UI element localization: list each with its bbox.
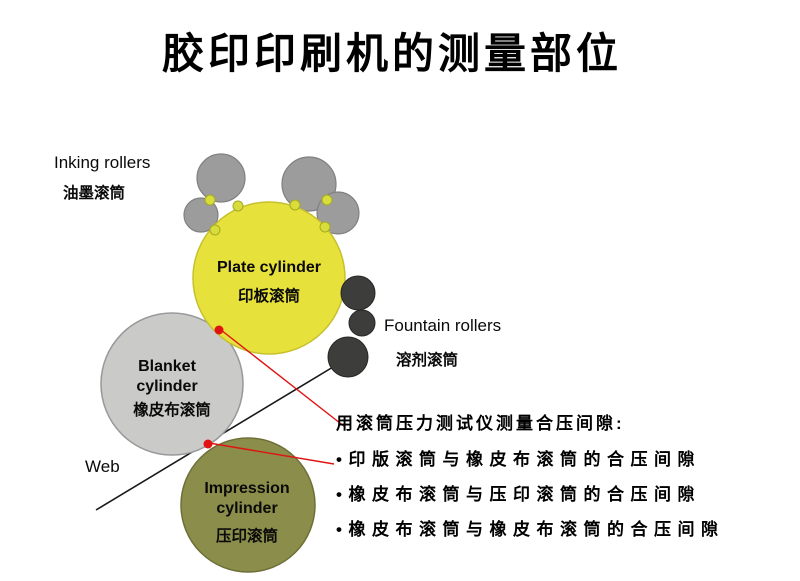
inking-roller-1	[196, 153, 246, 203]
nip-contact-dot	[232, 200, 244, 212]
web-label: Web	[85, 457, 120, 476]
measurement-point-blanket-impression	[203, 439, 213, 449]
measurement-note-bullet-3: •橡皮布滚筒与橡皮布滚筒的合压间隙	[336, 520, 725, 539]
plate-cylinder-label-en: Plate cylinder	[217, 259, 321, 276]
blanket-cylinder-label-en-line1: Blanket	[138, 358, 196, 375]
measurement-point-plate-blanket	[214, 325, 224, 335]
measurement-note: 用滚筒压力测试仪测量合压间隙: •印版滚筒与橡皮布滚筒的合压间隙 •橡皮布滚筒与…	[336, 414, 724, 555]
blanket-cylinder-label-zh: 橡皮布滚筒	[133, 400, 211, 419]
measurement-note-bullet-2: •橡皮布滚筒与压印滚筒的合压间隙	[336, 485, 701, 504]
fountain-roller-3	[327, 336, 369, 378]
page-title: 胶印印刷机的测量部位	[161, 30, 622, 77]
blanket-cylinder	[100, 312, 244, 456]
measurement-note-bullet-1: •印版滚筒与橡皮布滚筒的合压间隙	[336, 450, 701, 469]
nip-contact-dot	[319, 221, 331, 233]
nip-contact-dot	[321, 194, 333, 206]
measurement-note-heading: 用滚筒压力测试仪测量合压间隙:	[336, 414, 625, 433]
inking-roller-3	[183, 197, 219, 233]
fountain-roller-2	[348, 309, 376, 337]
impression-cylinder-label-zh: 压印滚筒	[216, 526, 278, 545]
inking-rollers-label-zh: 油墨滚筒	[63, 183, 125, 202]
measurement-pointer-line-1	[220, 329, 346, 428]
inking-rollers-label-en: Inking rollers	[54, 153, 150, 172]
fountain-roller-1	[340, 275, 376, 311]
impression-cylinder-label-en-line1: Impression	[204, 480, 289, 497]
plate-cylinder	[192, 201, 346, 355]
impression-cylinder-label-en-line2: cylinder	[216, 500, 277, 517]
fountain-rollers-label-en: Fountain rollers	[384, 316, 501, 335]
nip-contact-dot	[209, 224, 221, 236]
impression-cylinder	[180, 437, 316, 573]
plate-cylinder-label-zh: 印板滚筒	[238, 286, 300, 305]
nip-contact-dot	[204, 194, 216, 206]
nip-contact-dot	[289, 199, 301, 211]
blanket-cylinder-label-en-line2: cylinder	[136, 378, 197, 395]
measurement-pointer-line-2	[208, 442, 335, 465]
fountain-rollers-label-zh: 溶剂滚筒	[396, 350, 458, 369]
